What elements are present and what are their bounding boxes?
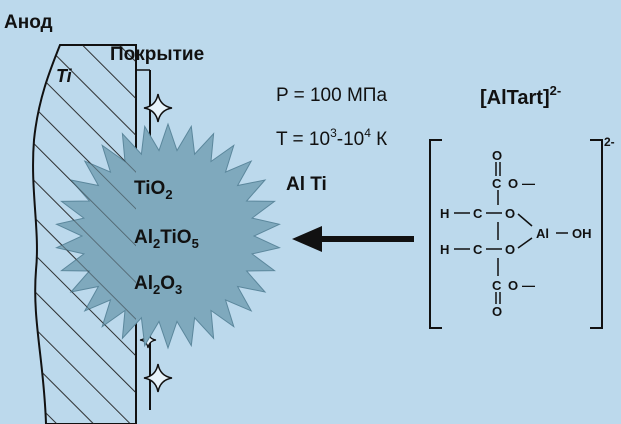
atom-o2: O — [505, 206, 515, 221]
product-al2tio5: Al2TiO5 — [134, 227, 199, 251]
temperature-condition: T = 103-104 К — [276, 126, 387, 150]
coating-label: Покрытие — [110, 44, 204, 65]
bracket-charge: 2- — [604, 135, 615, 149]
atom-h2: H — [440, 242, 449, 257]
atom-o4: O — [508, 278, 518, 293]
complex-brackets — [429, 139, 603, 329]
structure-atoms: O C O — H C O Al OH H C O C O — O — [440, 148, 592, 319]
atom-c2: C — [473, 206, 483, 221]
structure-bonds — [454, 162, 568, 304]
product-tio2: TiO2 — [134, 178, 173, 202]
atom-o1: O — [508, 176, 518, 191]
atom-c4: C — [492, 278, 502, 293]
atom-dash4: — — [522, 278, 535, 293]
atom-o3: O — [505, 242, 515, 257]
atom-c3: C — [473, 242, 483, 257]
spark-star-bottom — [143, 363, 173, 393]
product-al2o3: Al2O3 — [134, 273, 182, 297]
elements-label: Al Ti — [286, 174, 327, 195]
atom-oh: OH — [572, 226, 592, 241]
pressure-condition: P = 100 МПа — [276, 85, 387, 106]
reaction-arrow — [292, 226, 414, 252]
atom-c1: C — [492, 176, 502, 191]
atom-o-top: O — [492, 148, 502, 163]
atom-al: Al — [536, 226, 549, 241]
ti-label: Ti — [56, 66, 73, 86]
anode-label: Анод — [4, 12, 53, 33]
complex-title: [AlTart]2- — [480, 83, 561, 109]
spark-star-top — [143, 93, 173, 123]
atom-o-bottom: O — [492, 304, 502, 319]
atom-h1: H — [440, 206, 449, 221]
atom-dash1: — — [522, 176, 535, 191]
